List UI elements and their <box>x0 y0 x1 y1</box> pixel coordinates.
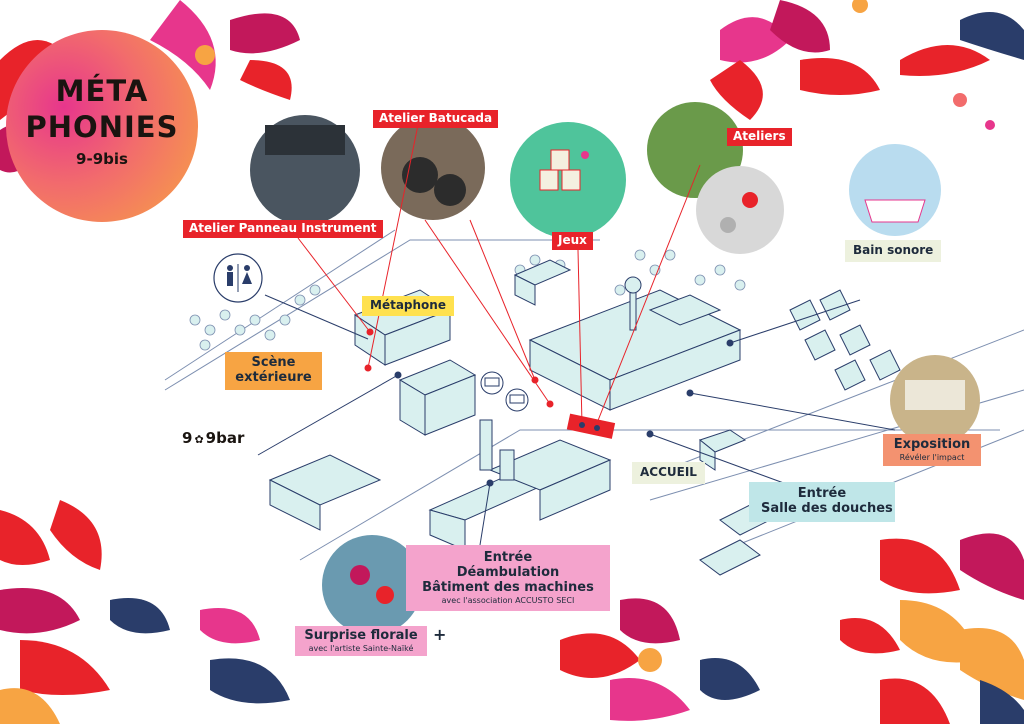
exposition-title: Exposition <box>893 437 971 452</box>
machines-subtitle: avec l'association ACCUSTO SECI <box>441 595 575 605</box>
label-surprise-florale: Surprise florale avec l'artiste Sainte-N… <box>295 626 427 657</box>
machines-line2: Déambulation <box>456 564 560 580</box>
photo-ateliers-badges <box>696 166 784 254</box>
scene-line2: extérieure <box>235 369 312 385</box>
activity-photos <box>250 102 980 635</box>
plus-sign: + <box>433 625 447 644</box>
dot-atelier-panneau <box>366 328 374 336</box>
bar-mark-right: 9bar <box>205 429 245 447</box>
label-atelier-panneau: Atelier Panneau Instrument <box>183 220 383 238</box>
label-entree-douches: Entrée Salle des douches <box>749 482 895 522</box>
location-dots <box>364 328 734 487</box>
machines-line1: Entrée <box>483 550 533 565</box>
dot-atelier-batucada <box>364 364 372 372</box>
festival-logo: MÉTA PHONIES 9-9bis <box>6 30 198 222</box>
bar-mark-left: 9 <box>182 429 193 447</box>
photo-surprise-florale <box>322 535 422 635</box>
label-accueil: ACCUEIL <box>632 462 705 484</box>
label-jeux: Jeux <box>552 232 593 250</box>
label-exposition: Exposition Révéler l'impact <box>883 434 981 467</box>
label-bain-sonore: Bain sonore <box>845 240 942 262</box>
scene-line1: Scène <box>251 355 296 370</box>
venue-bar-mark: 9✿9bar <box>182 429 245 447</box>
florale-title: Surprise florale <box>304 628 418 643</box>
toilets-icon <box>213 253 263 303</box>
label-scene-exterieure: Scène extérieure <box>225 352 322 390</box>
vehicle-icons <box>480 371 529 412</box>
label-metaphone: Métaphone <box>362 296 454 316</box>
douches-line1: Entrée <box>797 486 847 501</box>
logo-title-line1: MÉTA <box>55 74 149 108</box>
logo-title-line2: PHONIES <box>25 110 179 144</box>
dot-exposition <box>686 389 694 397</box>
florale-subtitle: avec l'artiste Sainte-Naïké <box>308 643 414 653</box>
bar-flower-icon: ✿ <box>194 433 204 446</box>
label-ateliers: Ateliers <box>727 128 792 146</box>
machines-line3: Bâtiment des machines <box>422 579 594 595</box>
label-batiment-machines: Entrée Déambulation Bâtiment des machine… <box>406 545 610 611</box>
dot-jeux <box>531 376 539 384</box>
leader-lines <box>257 124 896 546</box>
logo-venue: 9-9bis <box>76 150 128 168</box>
exposition-subtitle: Révéler l'impact <box>899 452 965 462</box>
dot-machines <box>486 479 494 487</box>
dot-jeux-area <box>546 400 554 408</box>
accueil-marker <box>566 413 616 439</box>
dot-bain-sonore <box>726 339 734 347</box>
dot-douches <box>646 430 654 438</box>
douches-line2: Salle des douches <box>761 500 893 516</box>
buildings <box>268 259 901 576</box>
dot-bar <box>394 371 402 379</box>
label-atelier-batucada: Atelier Batucada <box>373 110 499 128</box>
